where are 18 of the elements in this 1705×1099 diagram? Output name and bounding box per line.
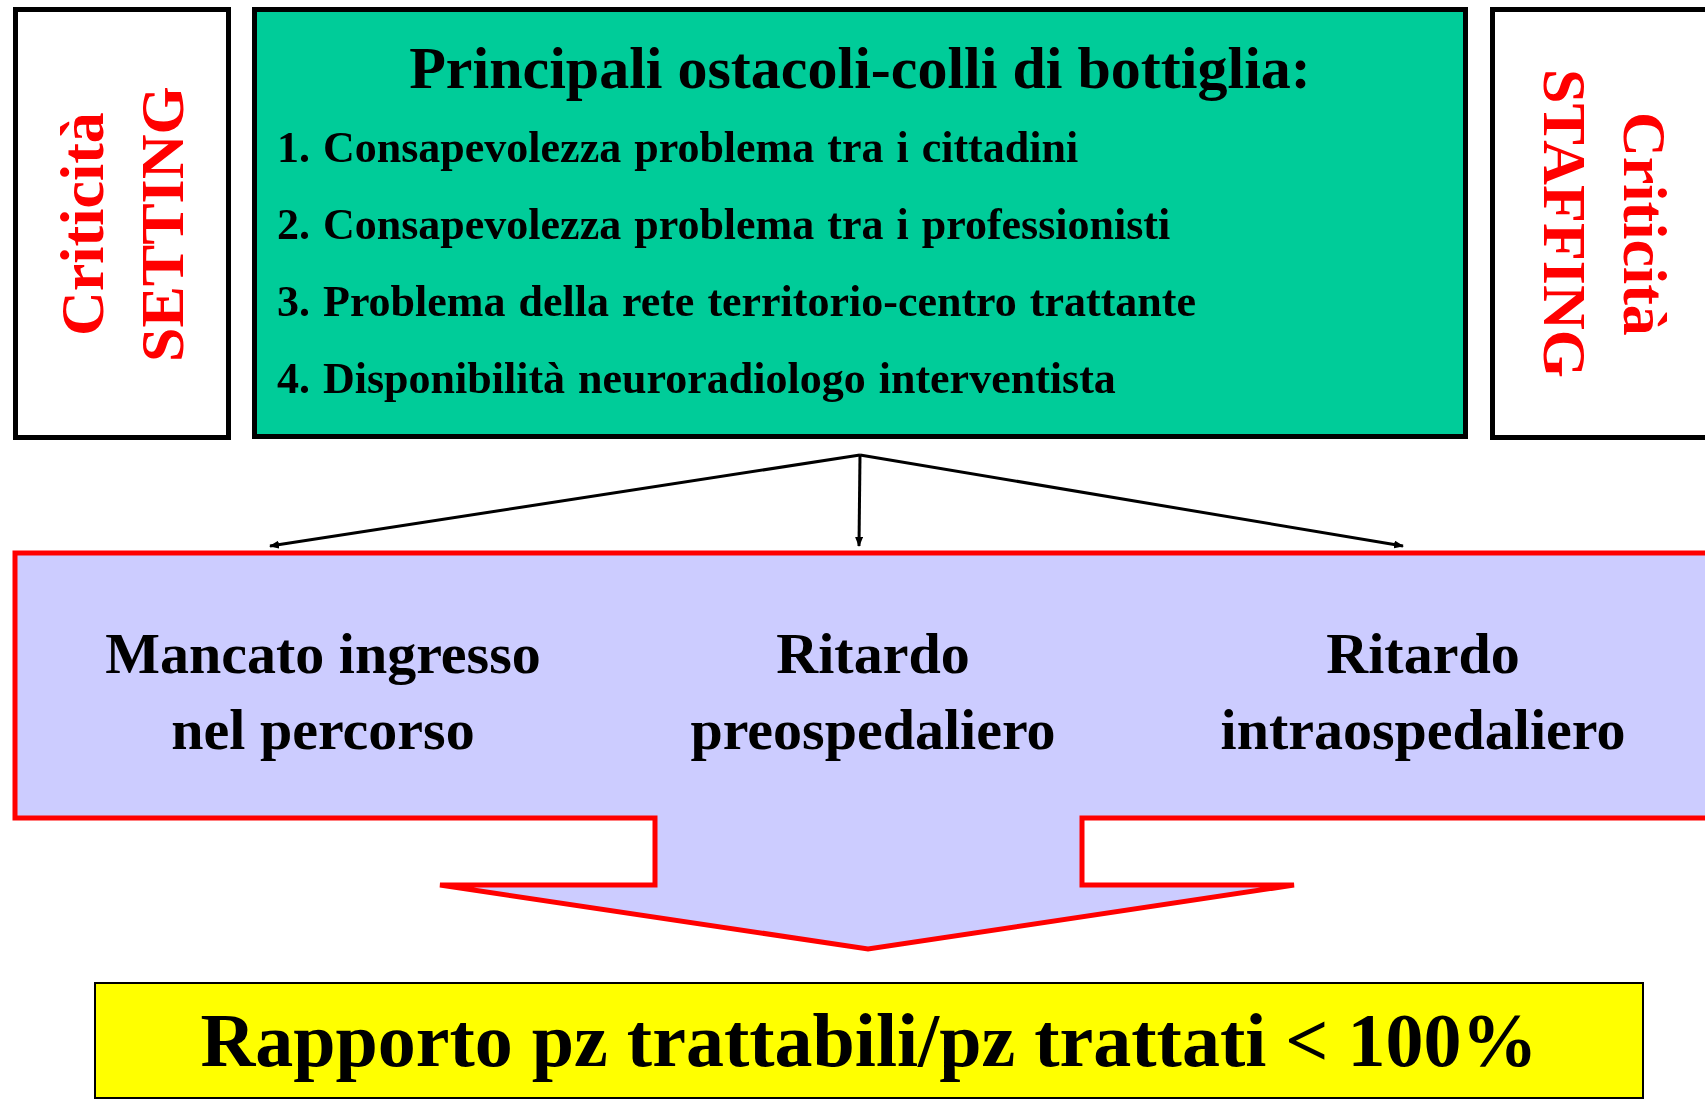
side-label: Criticità STAFFING: [1530, 68, 1680, 380]
category-label: Mancato ingresso nel percorso: [104, 620, 542, 764]
list-item: 2. Consapevolezza problema tra i professionisti: [277, 199, 1171, 250]
heading-box: [252, 7, 1468, 439]
side-box: [1490, 7, 1705, 440]
list-item: 3. Problema della rete territorio-centro trattante: [277, 276, 1196, 327]
arrow: [855, 455, 864, 547]
list-item: 1. Consapevolezza problema tra i cittadini: [277, 122, 1079, 173]
arrow: [269, 453, 861, 549]
arrow: [859, 453, 1404, 549]
side-label: Criticità SETTING: [47, 84, 197, 364]
list-item: 4. Disponibilità neuroradiologo interventista: [277, 353, 1116, 404]
side-box: [13, 7, 231, 440]
category-label: Ritardo preospedaliero: [689, 620, 1057, 764]
heading-text: Principali ostacoli-colli di bottiglia:: [408, 34, 1312, 103]
result-box: [94, 982, 1644, 1099]
result-text: Rapporto pz trattabili/pz trattati < 100%: [200, 997, 1538, 1084]
category-label: Ritardo intraospedaliero: [1219, 620, 1627, 764]
